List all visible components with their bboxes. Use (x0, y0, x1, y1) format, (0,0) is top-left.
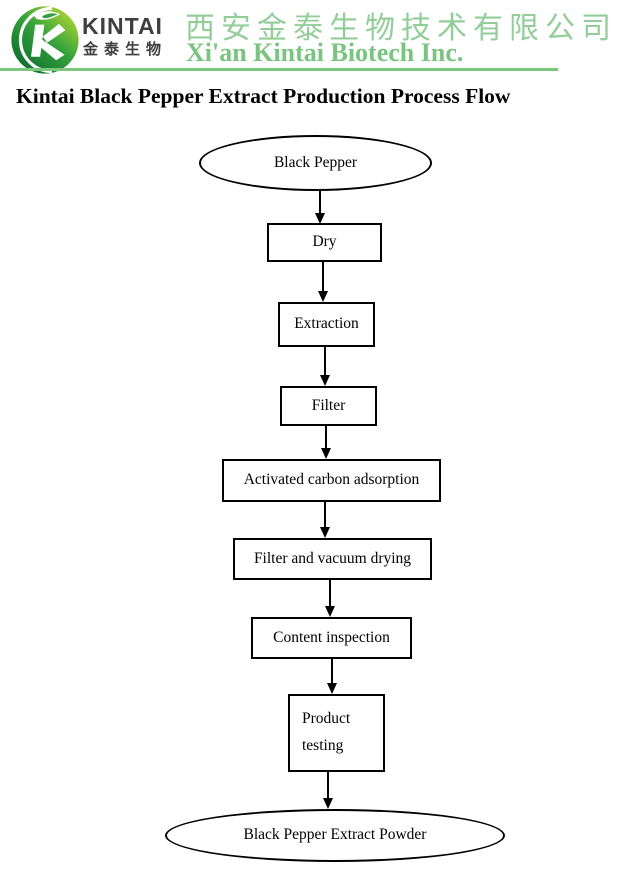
flow-node-content-inspection: Content inspection (251, 617, 412, 659)
flow-node-label: Product testing (302, 710, 351, 754)
flow-node-label: Dry (312, 233, 337, 251)
flow-arrow (319, 502, 331, 538)
flow-arrow (314, 191, 326, 224)
brand-name: KINTAI (82, 13, 163, 39)
flow-arrow (326, 659, 338, 694)
page-title: Kintai Black Pepper Extract Production P… (16, 84, 511, 108)
flow-node-dry: Dry (267, 223, 382, 262)
flow-arrow (324, 580, 336, 617)
flow-node-label: Filter and vacuum drying (253, 549, 412, 567)
flow-node-activated-carbon-adsorption: Activated carbon adsorption (222, 459, 441, 502)
flow-node-label: Filter (311, 396, 346, 414)
flow-node-black-pepper: Black Pepper (199, 135, 432, 191)
flow-node-filter-vacuum-drying: Filter and vacuum drying (233, 538, 432, 580)
flow-node-label: Content inspection (273, 628, 390, 646)
header-divider (0, 68, 558, 71)
flow-node-extraction: Extraction (278, 302, 375, 347)
flow-node-label: Activated carbon adsorption (243, 471, 420, 489)
flow-node-label: Black Pepper (273, 153, 358, 171)
company-name-en: Xi'an Kintai Biotech Inc. (186, 38, 464, 67)
brand-name-cn: 金泰生物 (83, 41, 168, 58)
flow-node-label: Extraction (294, 315, 359, 333)
flow-arrow (320, 426, 332, 459)
flow-node-label: Black Pepper Extract Powder (243, 826, 427, 844)
flow-node-black-pepper-extract-powder: Black Pepper Extract Powder (165, 809, 505, 862)
flow-arrow (319, 347, 331, 386)
flow-arrow (322, 772, 334, 809)
flow-arrow (317, 262, 329, 302)
kintai-logo-icon (11, 6, 79, 74)
flow-node-filter: Filter (280, 386, 377, 426)
flow-node-product-testing: Product testing (288, 694, 385, 772)
company-name-cn: 西安金泰生物技术有限公司 (185, 12, 617, 45)
